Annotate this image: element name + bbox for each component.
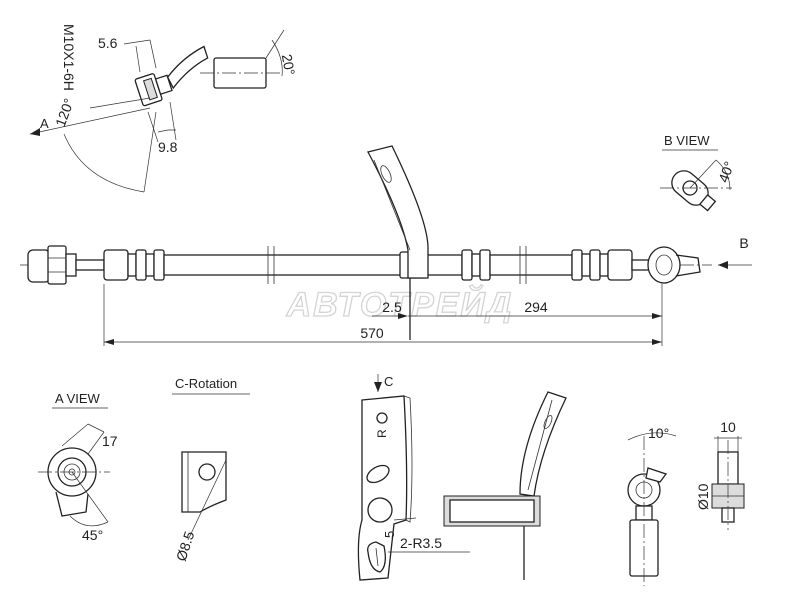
bracket-detail: C R 5 2-R3.5	[357, 374, 470, 581]
c-arrow-label: C	[384, 374, 393, 389]
hose-body-right	[489, 254, 573, 276]
clamp-side-detail	[443, 391, 567, 580]
c-rotation-detail: C-Rotation Ø8.5	[172, 376, 250, 563]
a-view-detail: A VIEW 17 45°	[38, 391, 118, 543]
width-10-label: 10	[720, 419, 736, 435]
diameter-10-label: Ø10	[695, 483, 711, 510]
diameter-8-5-label: Ø8.5	[173, 529, 198, 563]
main-bracket	[367, 145, 429, 340]
dimension-17: 17	[102, 433, 118, 449]
a-view-title: A VIEW	[55, 391, 101, 406]
dimension-294: 294	[524, 299, 548, 315]
dimension-5-6: 5.6	[98, 35, 118, 51]
angle-10-label: 10°	[648, 425, 669, 441]
thread-spec-label: M10X1-6H	[61, 24, 77, 91]
dimension-2-5: 2.5	[382, 299, 402, 315]
bracket-number-5: 5	[382, 531, 397, 538]
b-view-arrow-label: B	[739, 235, 748, 251]
left-crimp-collar	[103, 249, 165, 281]
radius-2-r3-5-label: 2-R3.5	[400, 535, 442, 551]
c-rotation-title: C-Rotation	[175, 376, 237, 391]
left-nut-fitting	[27, 245, 77, 285]
right-crimp-collar	[571, 249, 633, 281]
b-view-detail: B VIEW 40°	[660, 133, 737, 212]
dimension-570: 570	[360, 325, 384, 341]
middle-crimp-collar	[461, 249, 491, 281]
angle-45-label: 45°	[82, 527, 103, 543]
angle-40-label: 40°	[715, 159, 737, 184]
dimension-9-8: 9.8	[158, 139, 178, 155]
tube-nut-detail: 20° M10X1-6H 5.6 9.8 A 120°	[29, 24, 298, 193]
bracket-r-mark: R	[375, 429, 389, 438]
angle-120-label: 120°	[52, 96, 77, 129]
banjo-fitting	[647, 246, 701, 284]
angle-20-label: 20°	[279, 53, 298, 77]
b-view-title: B VIEW	[664, 133, 710, 148]
view-a-arrow-label: A	[40, 116, 49, 131]
main-hose-assembly: B 570 2.5 294	[20, 145, 752, 346]
banjo-bolt-detail: 10° 10 Ø10	[627, 419, 745, 586]
